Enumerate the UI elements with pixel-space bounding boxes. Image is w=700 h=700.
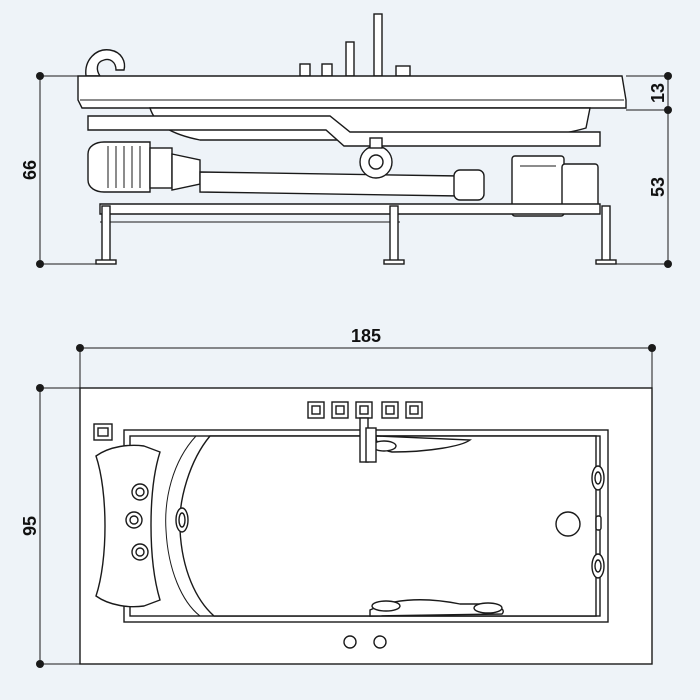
upper-pipe xyxy=(87,115,601,147)
jet-icon xyxy=(125,483,189,561)
deck-taps xyxy=(299,13,411,77)
control-box xyxy=(511,155,599,217)
tub-rim xyxy=(77,75,627,109)
corner-button xyxy=(93,423,113,441)
bottom-knobs xyxy=(343,635,387,649)
spout-icon xyxy=(85,49,126,77)
length-dimension: 185 xyxy=(76,326,656,388)
control-buttons xyxy=(307,401,423,419)
side-dimension-66: 66 xyxy=(20,72,96,268)
bottom-jets xyxy=(369,599,504,617)
spout-top-icon xyxy=(359,417,377,463)
total-height-label: 66 xyxy=(20,160,40,180)
support-legs xyxy=(95,205,617,265)
side-dimension-right: 13 53 xyxy=(616,72,672,268)
width-label: 95 xyxy=(20,516,40,536)
length-label: 185 xyxy=(351,326,381,346)
lower-pipe xyxy=(199,171,461,197)
width-dimension: 95 xyxy=(20,384,80,668)
frame-rail xyxy=(99,203,601,215)
bathing-well xyxy=(179,435,597,617)
rim-height-label: 13 xyxy=(648,83,668,103)
top-view: 185 95 xyxy=(20,326,656,668)
valve-icon xyxy=(359,137,393,179)
drain-icon xyxy=(555,511,581,537)
side-view: 66 13 53 xyxy=(20,13,672,268)
side-jets xyxy=(591,465,605,579)
body-height-label: 53 xyxy=(648,177,668,197)
pump-motor xyxy=(87,141,201,193)
